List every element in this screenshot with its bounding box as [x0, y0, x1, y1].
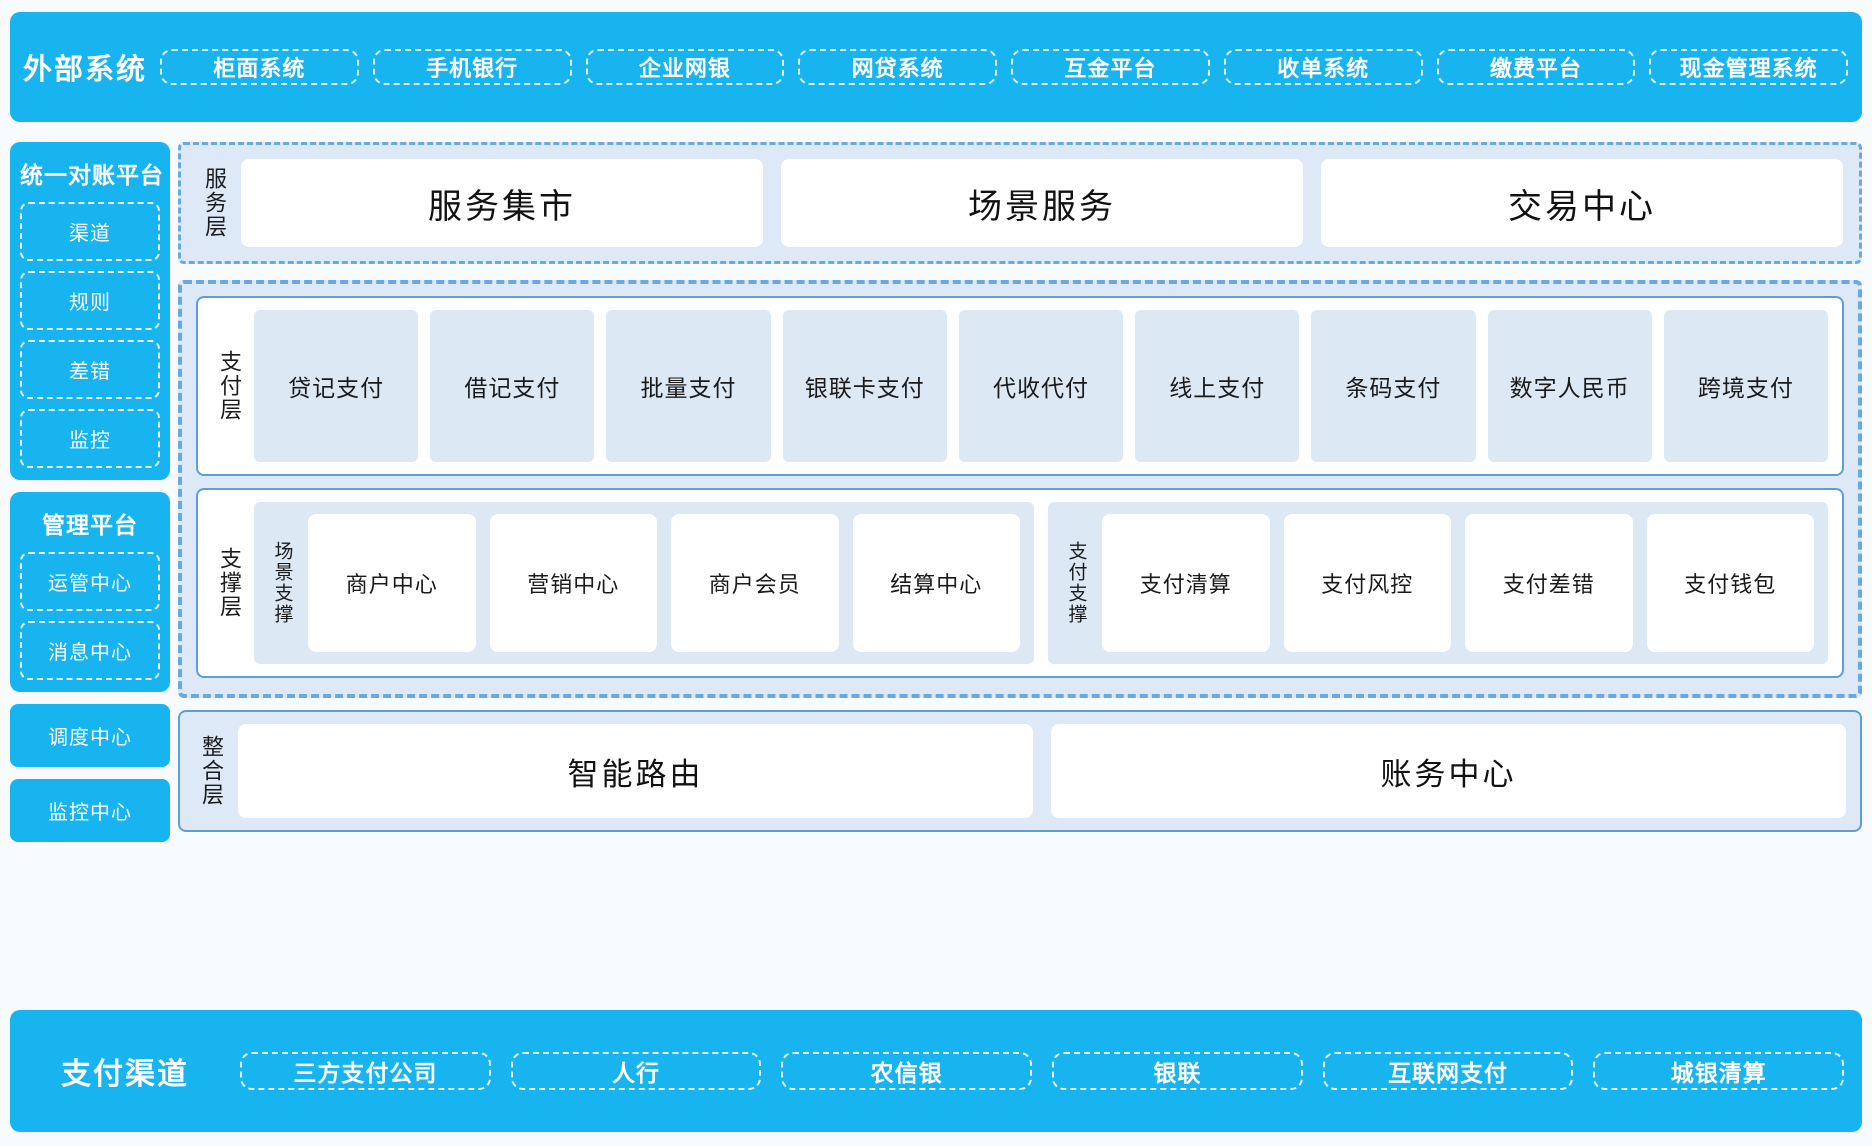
external-systems-band: 外部系统 柜面系统 手机银行 企业网银 网贷系统 互金平台 收单系统 缴费平台 … — [10, 12, 1862, 122]
payment-channel-item[interactable]: 城银清算 — [1593, 1052, 1845, 1090]
payment-layer-cells: 贷记支付 借记支付 批量支付 银联卡支付 代收代付 线上支付 条码支付 数字人民… — [254, 310, 1828, 462]
reconciliation-platform-title: 统一对账平台 — [20, 162, 164, 188]
external-systems-title: 外部系统 — [22, 54, 147, 86]
external-system-item[interactable]: 互金平台 — [1011, 49, 1210, 85]
support-layer-groups: 场景支撑 商户中心 营销中心 商户会员 结算中心 支付支撑 支付清算 支付风控 … — [254, 502, 1828, 664]
support-cell-payment-risk[interactable]: 支付风控 — [1283, 514, 1451, 652]
sidebar-item-scheduling-center[interactable]: 调度中心 — [10, 704, 170, 767]
payment-channels-title: 支付渠道 — [61, 1058, 189, 1091]
sidebar-item-message-center[interactable]: 消息中心 — [20, 621, 160, 680]
integration-card-accounting-center[interactable]: 账务中心 — [1051, 724, 1846, 818]
left-sidebar: 统一对账平台 渠道 规则 差错 监控 管理平台 运管中心 消息中心 调度中心 监… — [10, 142, 170, 842]
integration-layer-cards: 智能路由 账务中心 — [238, 724, 1846, 818]
sidebar-item-monitor[interactable]: 监控 — [20, 409, 160, 468]
external-system-item[interactable]: 现金管理系统 — [1649, 49, 1848, 85]
payment-cell-batch[interactable]: 批量支付 — [606, 310, 771, 462]
scenario-support-group: 场景支撑 商户中心 营销中心 商户会员 结算中心 — [254, 502, 1034, 664]
payment-cell-barcode[interactable]: 条码支付 — [1311, 310, 1476, 462]
payment-channel-item[interactable]: 人行 — [510, 1052, 762, 1090]
support-cell-payment-wallet[interactable]: 支付钱包 — [1646, 514, 1814, 652]
external-system-item[interactable]: 企业网银 — [585, 49, 785, 85]
support-cell-merchant-center[interactable]: 商户中心 — [308, 514, 476, 652]
service-card-scenario[interactable]: 场景服务 — [781, 159, 1303, 247]
payment-support-group: 支付支撑 支付清算 支付风控 支付差错 支付钱包 — [1048, 502, 1828, 664]
external-system-item[interactable]: 柜面系统 — [160, 49, 359, 85]
payment-cell-debit[interactable]: 借记支付 — [430, 310, 595, 462]
main-architecture-area: 服务层 服务集市 场景服务 交易中心 支付层 贷记支付 借记支付 批量支付 银联… — [178, 142, 1862, 992]
payment-channel-item[interactable]: 农信银 — [781, 1052, 1033, 1090]
integration-layer-box: 整合层 智能路由 账务中心 — [178, 710, 1862, 832]
payment-support-cells: 支付清算 支付风控 支付差错 支付钱包 — [1102, 514, 1814, 652]
support-cell-settlement-center[interactable]: 结算中心 — [852, 514, 1020, 652]
payment-cell-online[interactable]: 线上支付 — [1135, 310, 1300, 462]
external-system-item[interactable]: 网贷系统 — [798, 49, 997, 85]
sidebar-item-error[interactable]: 差错 — [20, 340, 160, 399]
sidebar-item-monitoring-center[interactable]: 监控中心 — [10, 779, 170, 842]
payment-channel-item[interactable]: 互联网支付 — [1322, 1052, 1574, 1090]
sidebar-item-rule[interactable]: 规则 — [20, 271, 160, 330]
external-system-item[interactable]: 收单系统 — [1223, 49, 1423, 85]
external-system-item[interactable]: 缴费平台 — [1436, 49, 1636, 85]
integration-card-smart-routing[interactable]: 智能路由 — [238, 724, 1033, 818]
payment-cell-collection-payment[interactable]: 代收代付 — [958, 310, 1124, 462]
management-platform-title: 管理平台 — [42, 512, 138, 538]
service-layer-cards: 服务集市 场景服务 交易中心 — [241, 159, 1843, 247]
payment-layer-box: 支付层 贷记支付 借记支付 批量支付 银联卡支付 代收代付 线上支付 条码支付 … — [196, 296, 1844, 476]
support-cell-payment-error[interactable]: 支付差错 — [1465, 514, 1633, 652]
support-layer-box: 支撑层 场景支撑 商户中心 营销中心 商户会员 结算中心 支付支撑 支付清算 — [196, 488, 1844, 678]
reconciliation-platform-panel: 统一对账平台 渠道 规则 差错 监控 — [10, 142, 170, 480]
payment-cell-digital-rmb[interactable]: 数字人民币 — [1487, 310, 1652, 462]
service-layer-label: 服务层 — [202, 167, 227, 239]
payment-channel-item[interactable]: 银联 — [1052, 1052, 1303, 1090]
scenario-support-cells: 商户中心 营销中心 商户会员 结算中心 — [308, 514, 1020, 652]
payment-cell-credit[interactable]: 贷记支付 — [254, 310, 419, 462]
external-system-item[interactable]: 手机银行 — [372, 49, 572, 85]
payment-channels-list: 三方支付公司 人行 农信银 银联 互联网支付 城银清算 — [240, 1052, 1845, 1090]
support-cell-marketing-center[interactable]: 营销中心 — [489, 514, 657, 652]
sidebar-item-operations-center[interactable]: 运管中心 — [20, 552, 160, 611]
payment-channel-item[interactable]: 三方支付公司 — [240, 1052, 491, 1090]
scenario-support-label: 场景支撑 — [271, 541, 293, 625]
external-systems-list: 柜面系统 手机银行 企业网银 网贷系统 互金平台 收单系统 缴费平台 现金管理系… — [160, 49, 1848, 85]
support-cell-merchant-member[interactable]: 商户会员 — [671, 514, 839, 652]
payment-layer-label: 支付层 — [217, 350, 242, 422]
management-platform-panel: 管理平台 运管中心 消息中心 — [10, 492, 170, 692]
support-cell-payment-clearing[interactable]: 支付清算 — [1102, 514, 1270, 652]
integration-layer-label: 整合层 — [199, 735, 224, 807]
support-layer-label: 支撑层 — [217, 547, 242, 619]
sidebar-item-channel[interactable]: 渠道 — [20, 202, 160, 261]
service-card-transaction-center[interactable]: 交易中心 — [1321, 159, 1843, 247]
service-layer-group: 服务层 服务集市 场景服务 交易中心 — [178, 142, 1862, 264]
core-platform-group: 支付层 贷记支付 借记支付 批量支付 银联卡支付 代收代付 线上支付 条码支付 … — [178, 280, 1862, 698]
payment-channels-band: 支付渠道 三方支付公司 人行 农信银 银联 互联网支付 城银清算 — [10, 1010, 1862, 1132]
payment-cell-cross-border[interactable]: 跨境支付 — [1663, 310, 1828, 462]
service-card-marketplace[interactable]: 服务集市 — [241, 159, 763, 247]
payment-cell-unionpay-card[interactable]: 银联卡支付 — [782, 310, 947, 462]
payment-support-label: 支付支撑 — [1065, 541, 1087, 625]
